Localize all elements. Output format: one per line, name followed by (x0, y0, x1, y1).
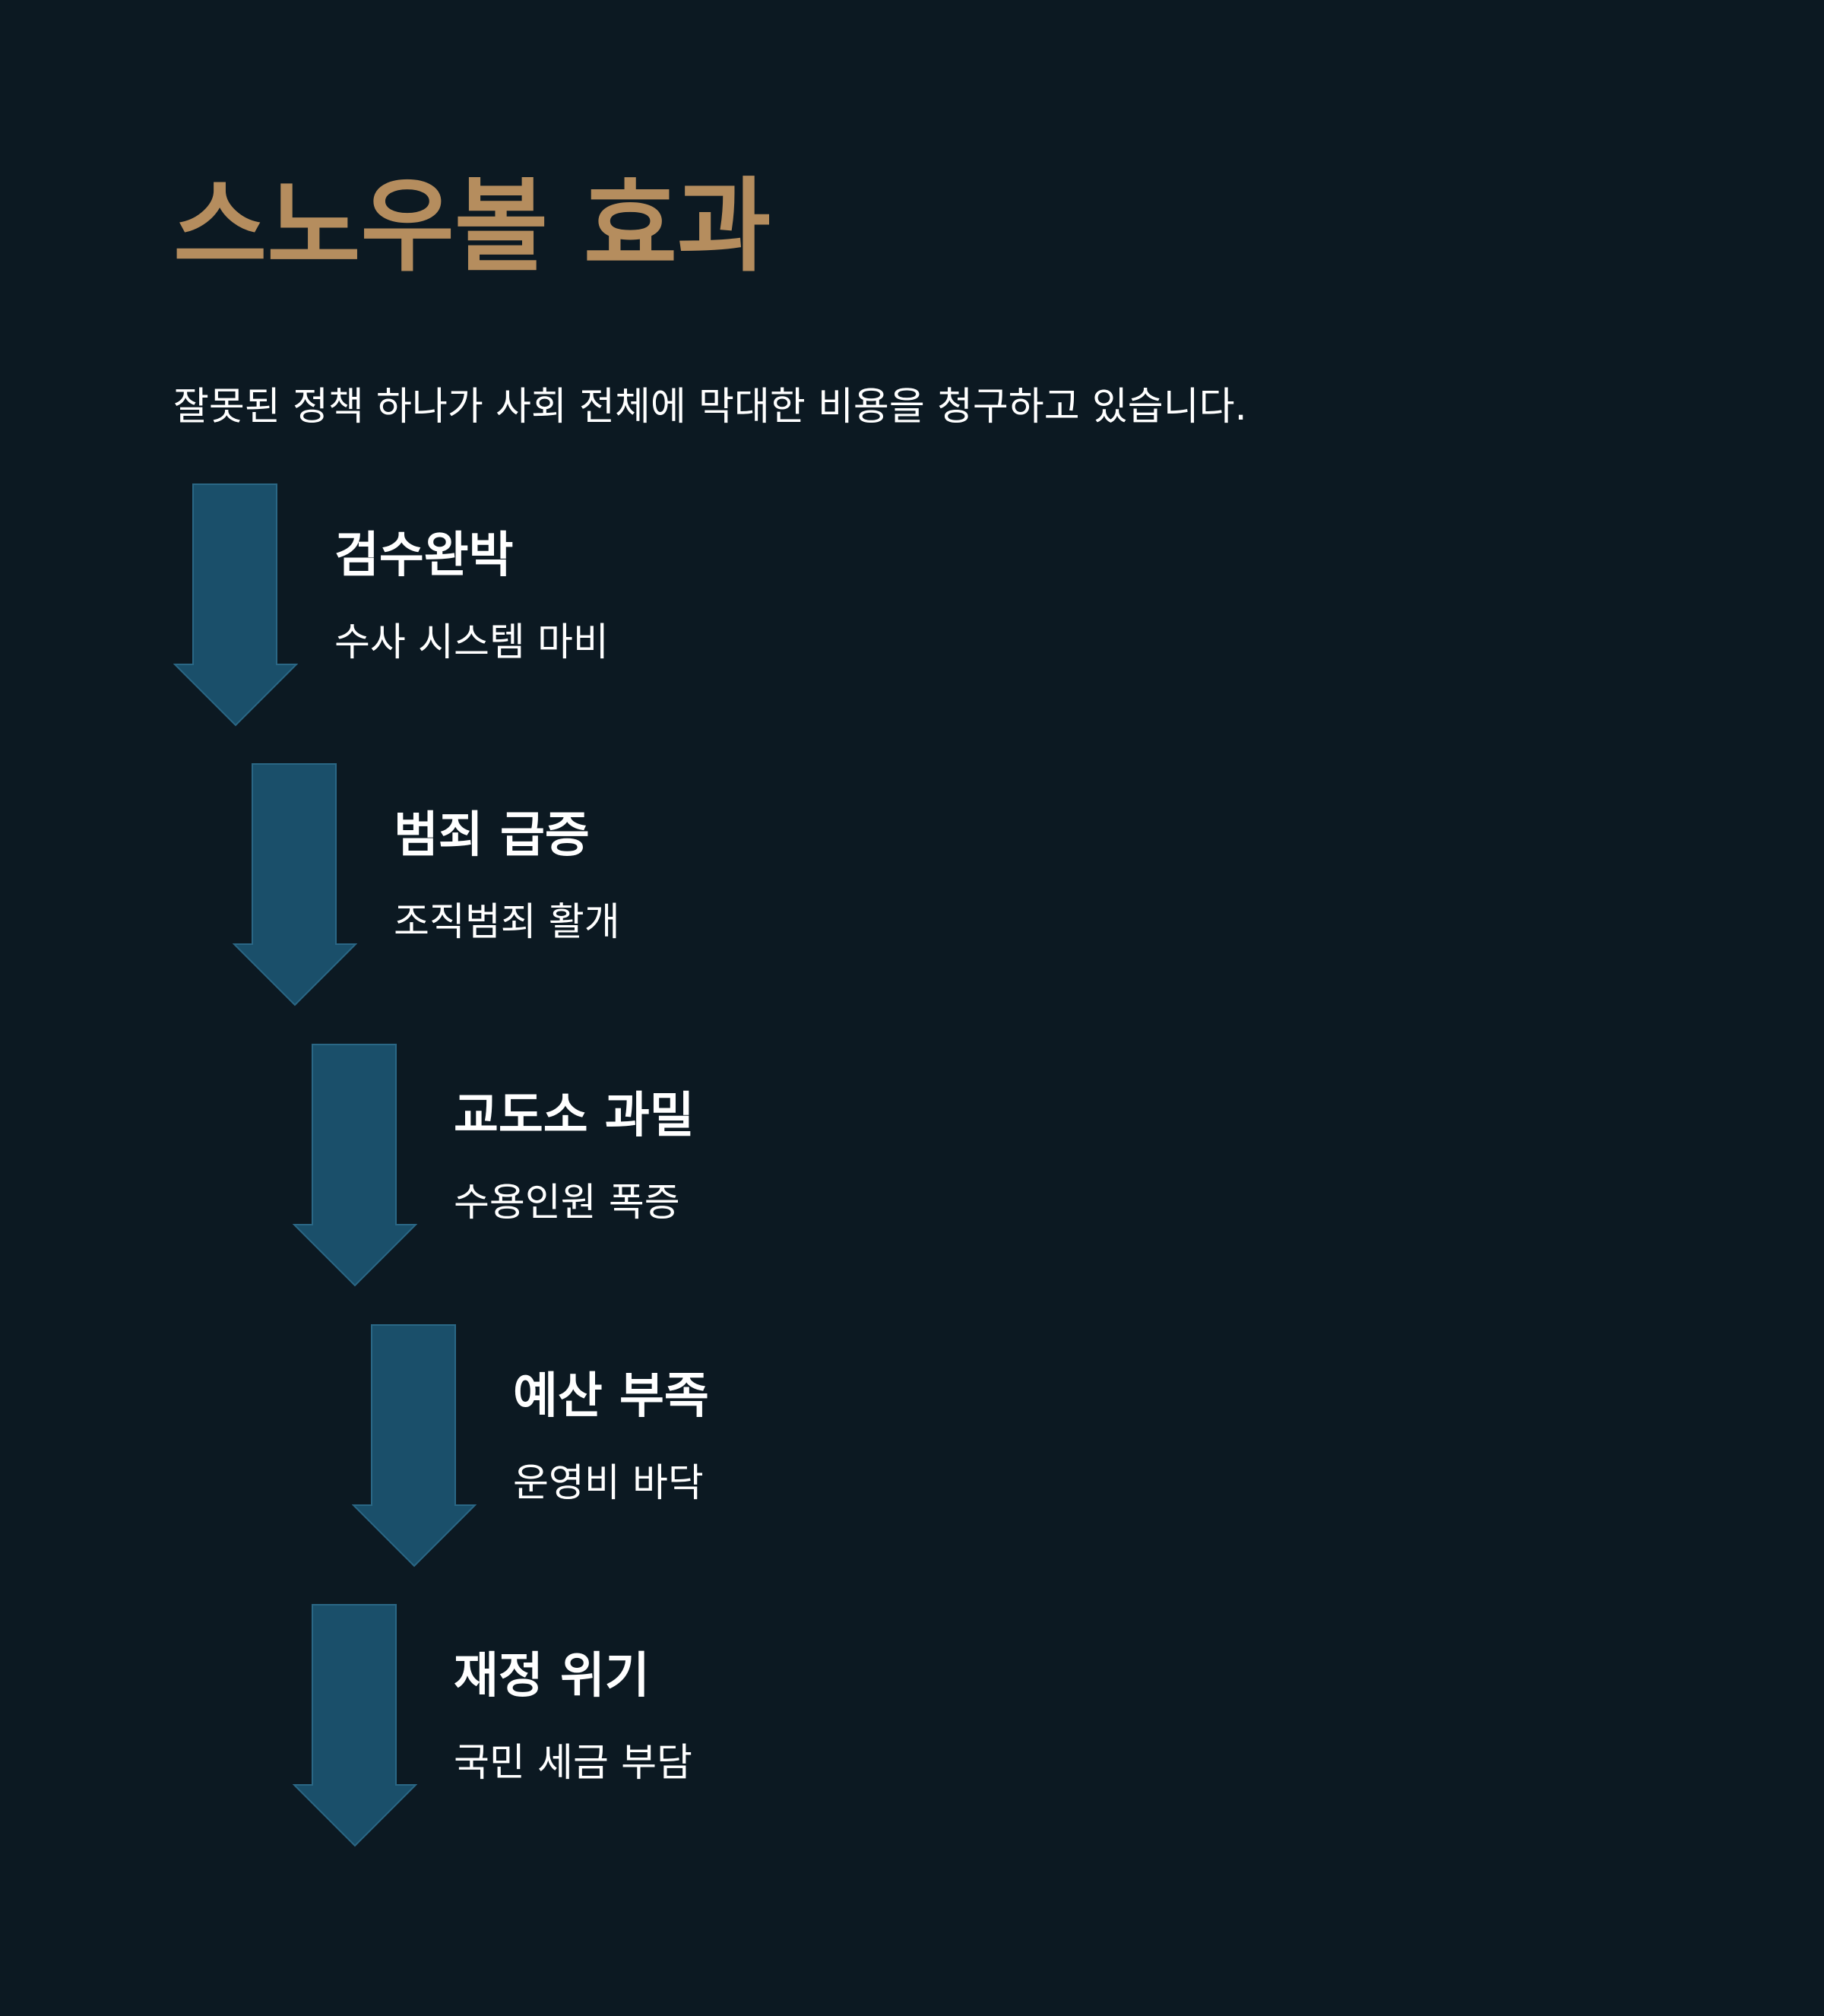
page-subtitle: 잘못된 정책 하나가 사회 전체에 막대한 비용을 청구하고 있습니다. (173, 385, 1247, 430)
flow-step-4: 예산 부족 운영비 바닥 (352, 1324, 1036, 1575)
step-title: 예산 부족 (513, 1368, 709, 1425)
down-arrow-icon (293, 1604, 417, 1847)
flow-step-3: 교도소 과밀 수용인원 폭증 (293, 1044, 977, 1295)
flow-step-1: 검수완박 수사 시스템 마비 (173, 483, 857, 734)
down-arrow-icon (173, 483, 298, 727)
flow-step-2: 범죄 급증 조직범죄 활개 (233, 763, 917, 1014)
page-title: 스노우볼 효과 (173, 167, 771, 286)
step-title: 재정 위기 (454, 1648, 650, 1704)
step-description: 운영비 바닥 (513, 1461, 704, 1506)
step-description: 수용인원 폭증 (454, 1181, 680, 1225)
step-title: 범죄 급증 (394, 807, 590, 864)
step-description: 조직범죄 활개 (394, 900, 620, 945)
step-description: 국민 세금 부담 (454, 1741, 692, 1786)
step-title: 교도소 과밀 (454, 1088, 695, 1144)
flow-step-5: 재정 위기 국민 세금 부담 (293, 1604, 977, 1855)
step-description: 수사 시스템 마비 (334, 620, 609, 665)
step-title: 검수완박 (334, 528, 514, 584)
down-arrow-icon (293, 1044, 417, 1287)
down-arrow-icon (352, 1324, 477, 1567)
down-arrow-icon (233, 763, 357, 1006)
